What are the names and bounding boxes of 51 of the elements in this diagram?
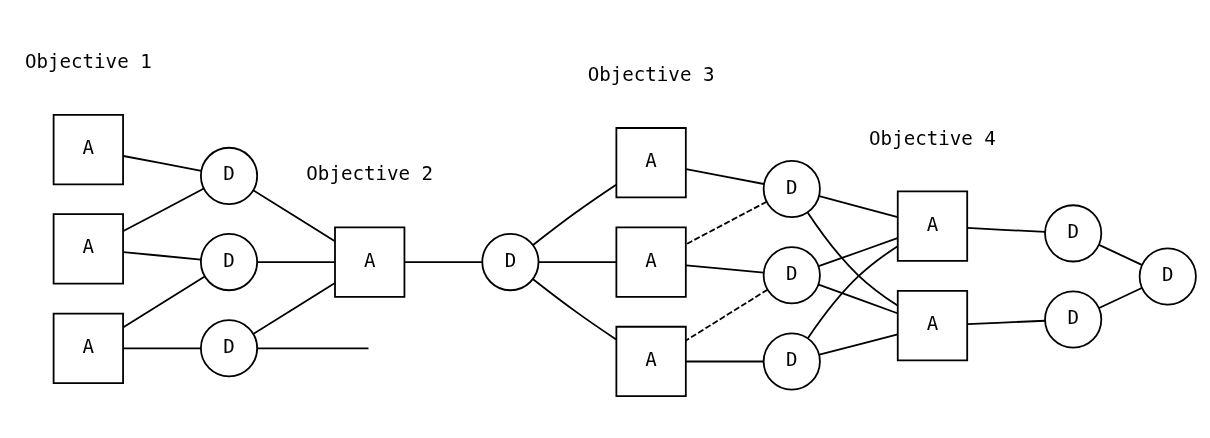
connector — [817, 283, 899, 315]
node-box: A — [615, 325, 687, 398]
node-box: A — [896, 190, 969, 262]
connector — [685, 288, 769, 342]
label: Objective 3 — [587, 63, 715, 87]
node-box: A — [896, 289, 969, 362]
connector — [806, 211, 899, 307]
connector — [966, 227, 1046, 233]
node-box: A — [615, 226, 687, 298]
connector — [122, 155, 203, 172]
connector — [252, 282, 336, 335]
connector — [806, 245, 899, 340]
node-circle: D — [200, 146, 259, 205]
connector — [256, 261, 336, 263]
connector — [1098, 287, 1143, 309]
connector — [537, 261, 617, 263]
connector — [122, 251, 202, 261]
label: Objective 4 — [869, 126, 996, 150]
connector — [122, 347, 202, 350]
node-circle: D — [762, 332, 821, 391]
node-circle: D — [200, 319, 259, 378]
connector — [817, 237, 899, 268]
node-box: A — [334, 226, 406, 298]
connector — [1098, 244, 1143, 266]
connector — [818, 333, 899, 356]
connector — [818, 195, 899, 219]
connector — [685, 200, 768, 246]
connector — [685, 264, 765, 274]
node-circle: D — [762, 246, 821, 305]
label: Objective 2 — [306, 162, 434, 186]
connector — [685, 360, 765, 363]
connector — [122, 187, 205, 232]
connector — [685, 168, 765, 185]
node-circle: D — [481, 233, 540, 292]
connector — [256, 347, 370, 350]
node-circle: D — [762, 160, 821, 219]
connector — [252, 189, 336, 243]
label: Objective 1 — [24, 49, 152, 73]
node-box: A — [52, 312, 124, 384]
connector — [122, 275, 206, 329]
node-box: A — [52, 113, 124, 186]
connector — [403, 261, 484, 263]
node-circle: D — [200, 233, 259, 292]
node-circle: D — [1044, 290, 1103, 349]
node-circle: D — [1044, 204, 1103, 263]
connector — [966, 319, 1046, 325]
connector — [532, 183, 618, 246]
connector — [532, 278, 618, 341]
node-box: A — [615, 127, 687, 199]
node-box: A — [52, 213, 124, 285]
node-circle: D — [1138, 247, 1197, 306]
